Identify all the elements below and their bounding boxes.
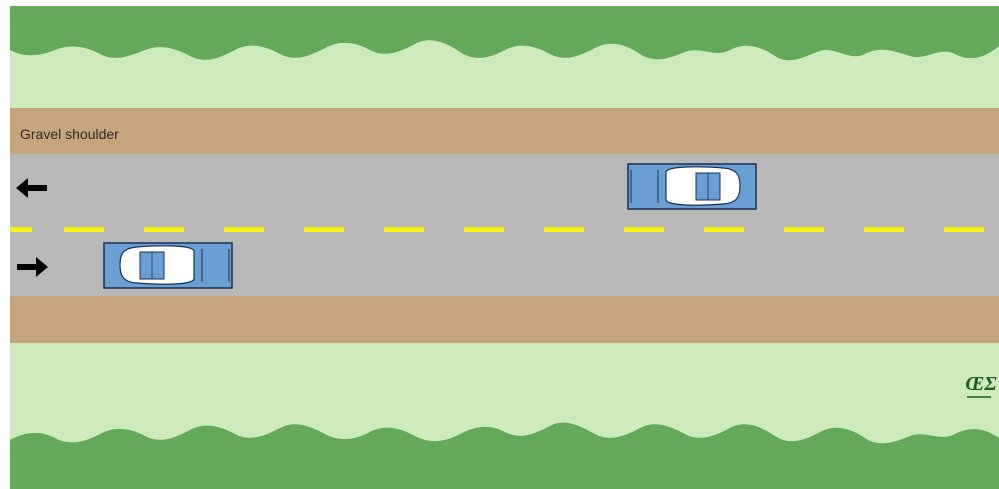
gravel-shoulder-label: Gravel shoulder [20,126,119,142]
logo-icon: ŒΣ [961,366,999,406]
road-diagram-svg [10,6,999,489]
car-icon [104,243,232,288]
logo-text: ŒΣ [965,373,997,395]
bottom-gravel-shoulder [10,296,999,343]
car-icon [628,164,756,209]
road-diagram: Gravel shoulder ŒΣ [10,6,999,489]
top-gravel-shoulder [10,108,999,154]
